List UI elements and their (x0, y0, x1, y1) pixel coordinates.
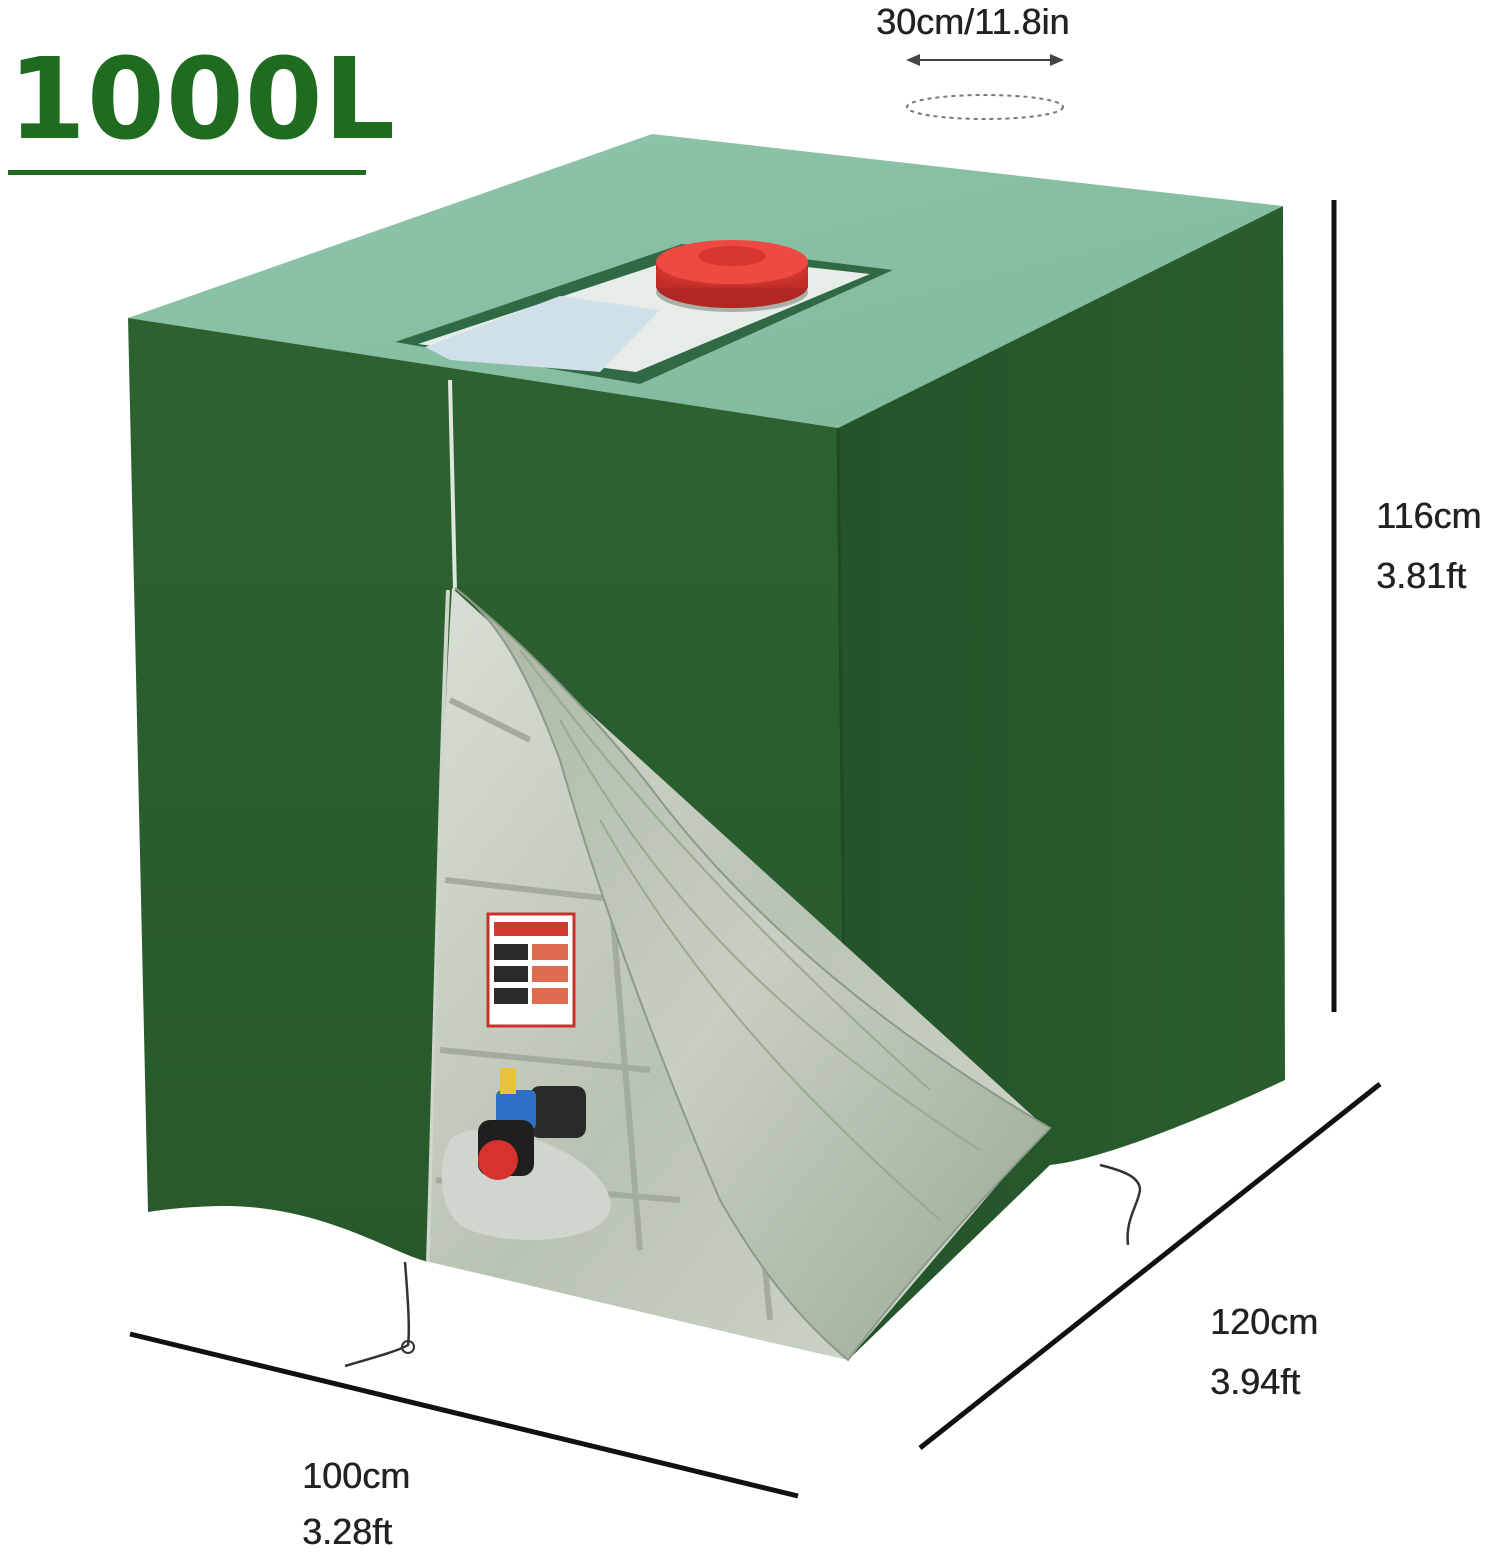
warning-label-icon (486, 912, 576, 1028)
opening-diameter-label: 30cm/11.8in (876, 1, 1070, 42)
capacity-heading: 1000L (8, 35, 397, 165)
width-ft-label: 3.28ft (302, 1511, 393, 1552)
depth-cm-label: 120cm (1210, 1301, 1319, 1342)
valve-tap-icon (441, 1068, 611, 1240)
width-dimension-line (129, 1331, 799, 1499)
depth-dimension-line (918, 1082, 1382, 1450)
height-ft-label: 3.81ft (1376, 555, 1467, 596)
width-cm-label: 100cm (302, 1455, 411, 1496)
capacity-underline (8, 170, 366, 175)
depth-ft-label: 3.94ft (1210, 1361, 1301, 1402)
height-cm-label: 116cm (1376, 495, 1482, 536)
opening-diameter-marker (906, 54, 1064, 120)
red-cap-icon (656, 240, 808, 308)
